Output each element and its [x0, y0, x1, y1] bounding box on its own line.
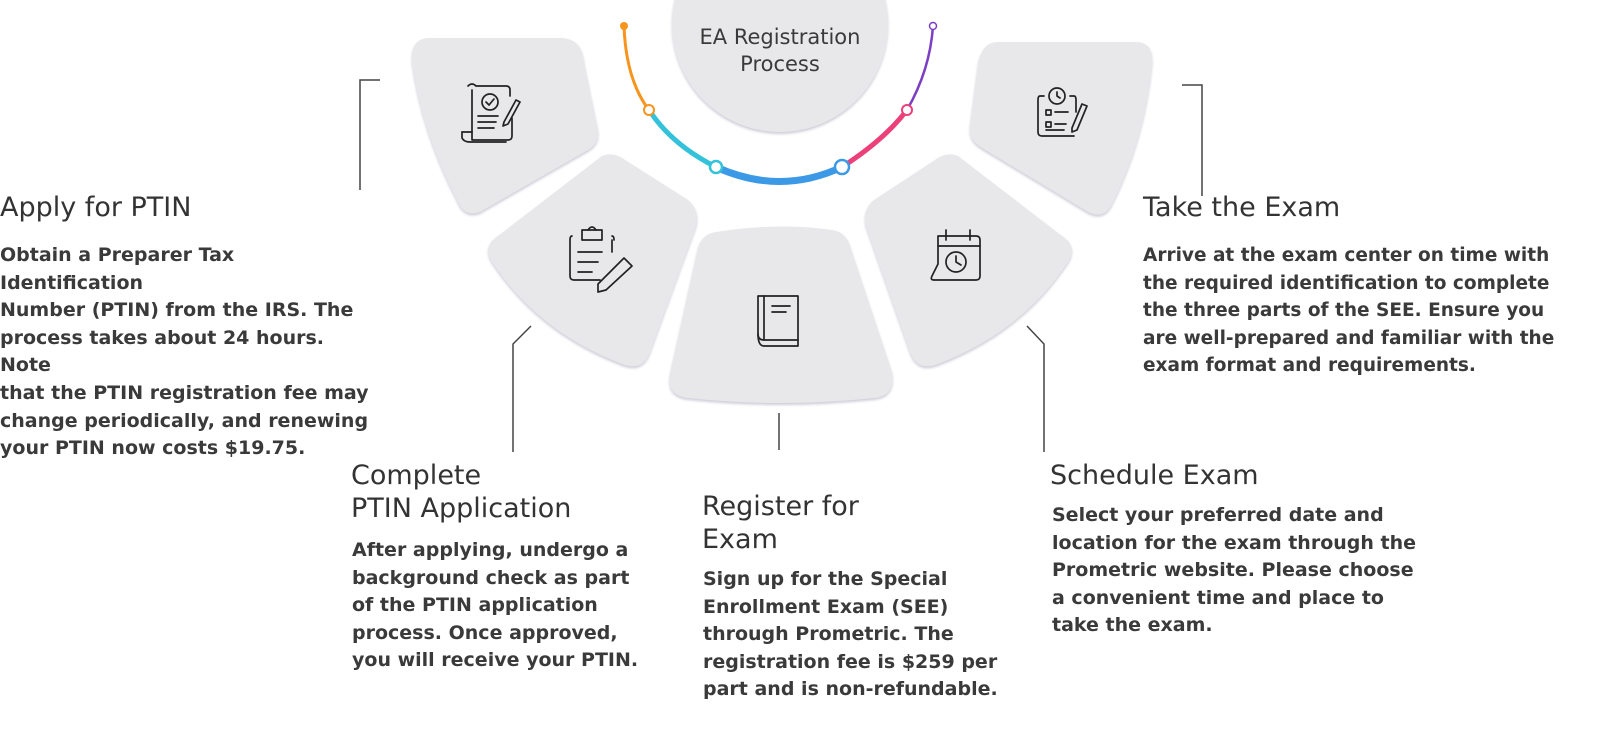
clipboard-pen-icon: [569, 226, 633, 293]
arc-endpoint-end: [928, 21, 938, 31]
arc-node-4: [901, 104, 913, 116]
step-text-complete-application: After applying, undergo a background che…: [352, 539, 639, 672]
step-title-complete-application: Complete PTIN Application: [351, 460, 572, 524]
checklist-clock-icon: [1037, 87, 1088, 137]
tile-complete-application[interactable]: [488, 154, 697, 367]
leader-line-take-exam: [1182, 84, 1203, 196]
step-text-register-exam: Sign up for the Special Enrollment Exam …: [703, 568, 998, 701]
leader-line-schedule-exam: [1026, 325, 1045, 452]
tile-take-exam[interactable]: [969, 42, 1153, 215]
step-text-take-exam: Arrive at the exam center on time with t…: [1143, 245, 1555, 377]
document-check-icon: [461, 83, 521, 143]
step-text-apply-ptin: Obtain a Preparer Tax Identification Num…: [0, 244, 369, 460]
step-title-take-exam: Take the Exam: [1143, 192, 1341, 223]
step-text-schedule-exam: Select your preferred date and location …: [1052, 504, 1417, 637]
hub-title-line-1: EA Registration: [699, 25, 861, 49]
step-title-schedule-exam: Schedule Exam: [1050, 460, 1259, 491]
tile-register-exam[interactable]: [669, 226, 893, 403]
calendar-clock-icon: [930, 229, 981, 281]
arc-node-1: [643, 104, 655, 116]
step-title-register-exam: Register for Exam: [702, 491, 859, 555]
leader-line-apply-ptin: [359, 79, 380, 190]
step-title-apply-ptin: Apply for PTIN: [0, 192, 192, 223]
arc-node-3: [833, 158, 851, 176]
tile-schedule-exam[interactable]: [865, 154, 1072, 367]
progress-arc: [622, 24, 935, 185]
hub-title-line-2: Process: [740, 52, 820, 76]
hub-circle: [672, 0, 888, 132]
arc-endpoint-start: [620, 22, 628, 30]
book-icon: [757, 295, 799, 347]
hub-title: EA Registration Process: [688, 24, 872, 78]
arc-node-2: [708, 159, 724, 175]
leader-line-complete-application: [512, 325, 532, 452]
